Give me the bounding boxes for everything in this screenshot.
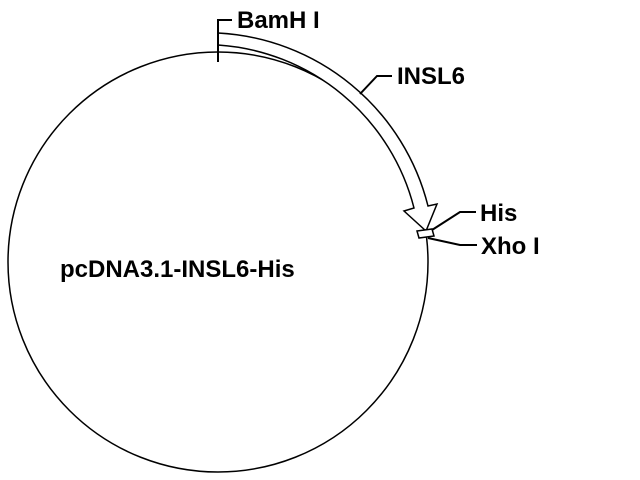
insl6-label: INSL6 xyxy=(397,63,465,90)
his-label: His xyxy=(480,200,517,227)
his-leader-line xyxy=(431,211,476,231)
xhoi-leader-line xyxy=(427,237,477,246)
insl6-leader-line xyxy=(359,75,392,95)
his-tag-box xyxy=(416,228,435,239)
bamhi-label: BamH I xyxy=(237,7,320,34)
xhoi-label: Xho I xyxy=(481,233,540,260)
bamhi-leader-line xyxy=(217,19,232,40)
plasmid-name: pcDNA3.1-INSL6-His xyxy=(60,256,295,283)
insl6-insert-arrow xyxy=(217,32,439,233)
